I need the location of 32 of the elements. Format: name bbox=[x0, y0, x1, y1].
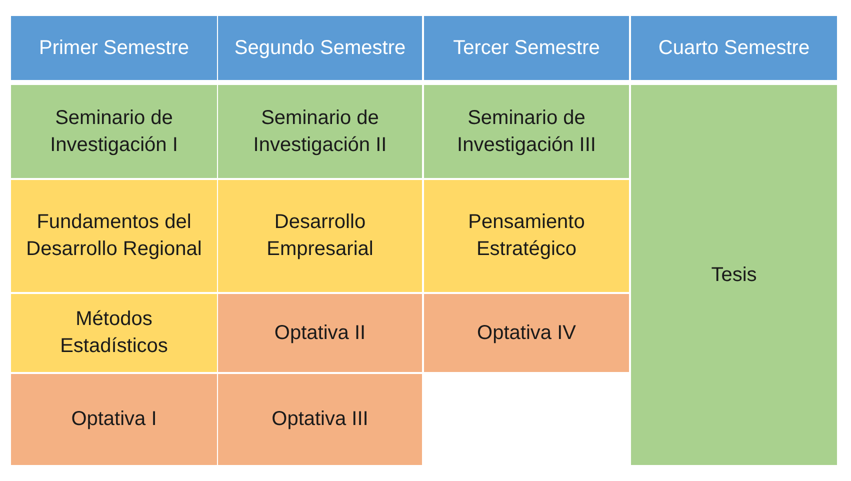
course-name: Seminario de Investigación II bbox=[252, 106, 388, 158]
course-cell bbox=[218, 294, 422, 372]
course-name: Optativa IV bbox=[477, 320, 576, 346]
course-cell bbox=[424, 294, 629, 372]
course-cell bbox=[11, 374, 217, 465]
course-name: Pensamiento Estratégico bbox=[467, 210, 586, 262]
semester-heading: Cuarto Semestre bbox=[658, 36, 810, 60]
course-name: Seminario de Investigación I bbox=[49, 106, 179, 158]
semester-heading: Tercer Semestre bbox=[453, 36, 600, 60]
semester-heading: Segundo Semestre bbox=[234, 36, 406, 60]
column-header bbox=[218, 16, 422, 80]
course-cell bbox=[11, 180, 217, 292]
course-name: Fundamentos del Desarrollo Regional bbox=[25, 210, 203, 262]
course-name: Desarrollo Empresarial bbox=[266, 210, 374, 262]
course-name: Tesis bbox=[711, 262, 757, 288]
course-cell bbox=[11, 294, 217, 372]
course-cell bbox=[424, 180, 629, 292]
column-header bbox=[424, 16, 629, 80]
column-header bbox=[11, 16, 217, 80]
course-name: Optativa II bbox=[274, 320, 366, 346]
semester-heading: Primer Semestre bbox=[38, 36, 190, 60]
course-cell bbox=[218, 374, 422, 465]
course-name: Optativa I bbox=[71, 407, 157, 432]
course-name: Métodos Estadísticos bbox=[59, 307, 169, 359]
course-cell bbox=[218, 85, 422, 178]
course-cell bbox=[424, 85, 629, 178]
course-name: Optativa III bbox=[272, 407, 368, 432]
course-cell bbox=[218, 180, 422, 292]
column-header bbox=[631, 16, 837, 80]
course-cell bbox=[11, 85, 217, 178]
course-name: Seminario de Investigación III bbox=[456, 106, 597, 158]
course-cell bbox=[631, 85, 837, 465]
